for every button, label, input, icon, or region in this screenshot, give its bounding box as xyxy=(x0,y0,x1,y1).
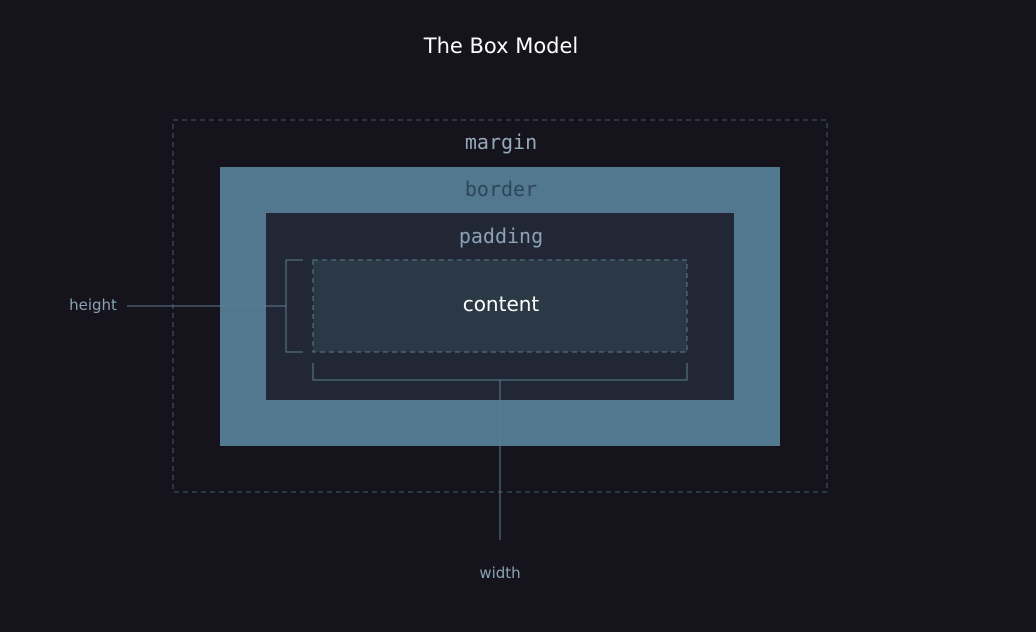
content-area xyxy=(312,259,688,353)
height-label: height xyxy=(69,296,117,314)
content-label: content xyxy=(463,292,540,316)
padding-label: padding xyxy=(459,224,543,248)
diagram-title: The Box Model xyxy=(423,34,579,58)
width-label: width xyxy=(479,564,520,582)
border-label: border xyxy=(465,177,537,201)
margin-label: margin xyxy=(465,130,537,154)
